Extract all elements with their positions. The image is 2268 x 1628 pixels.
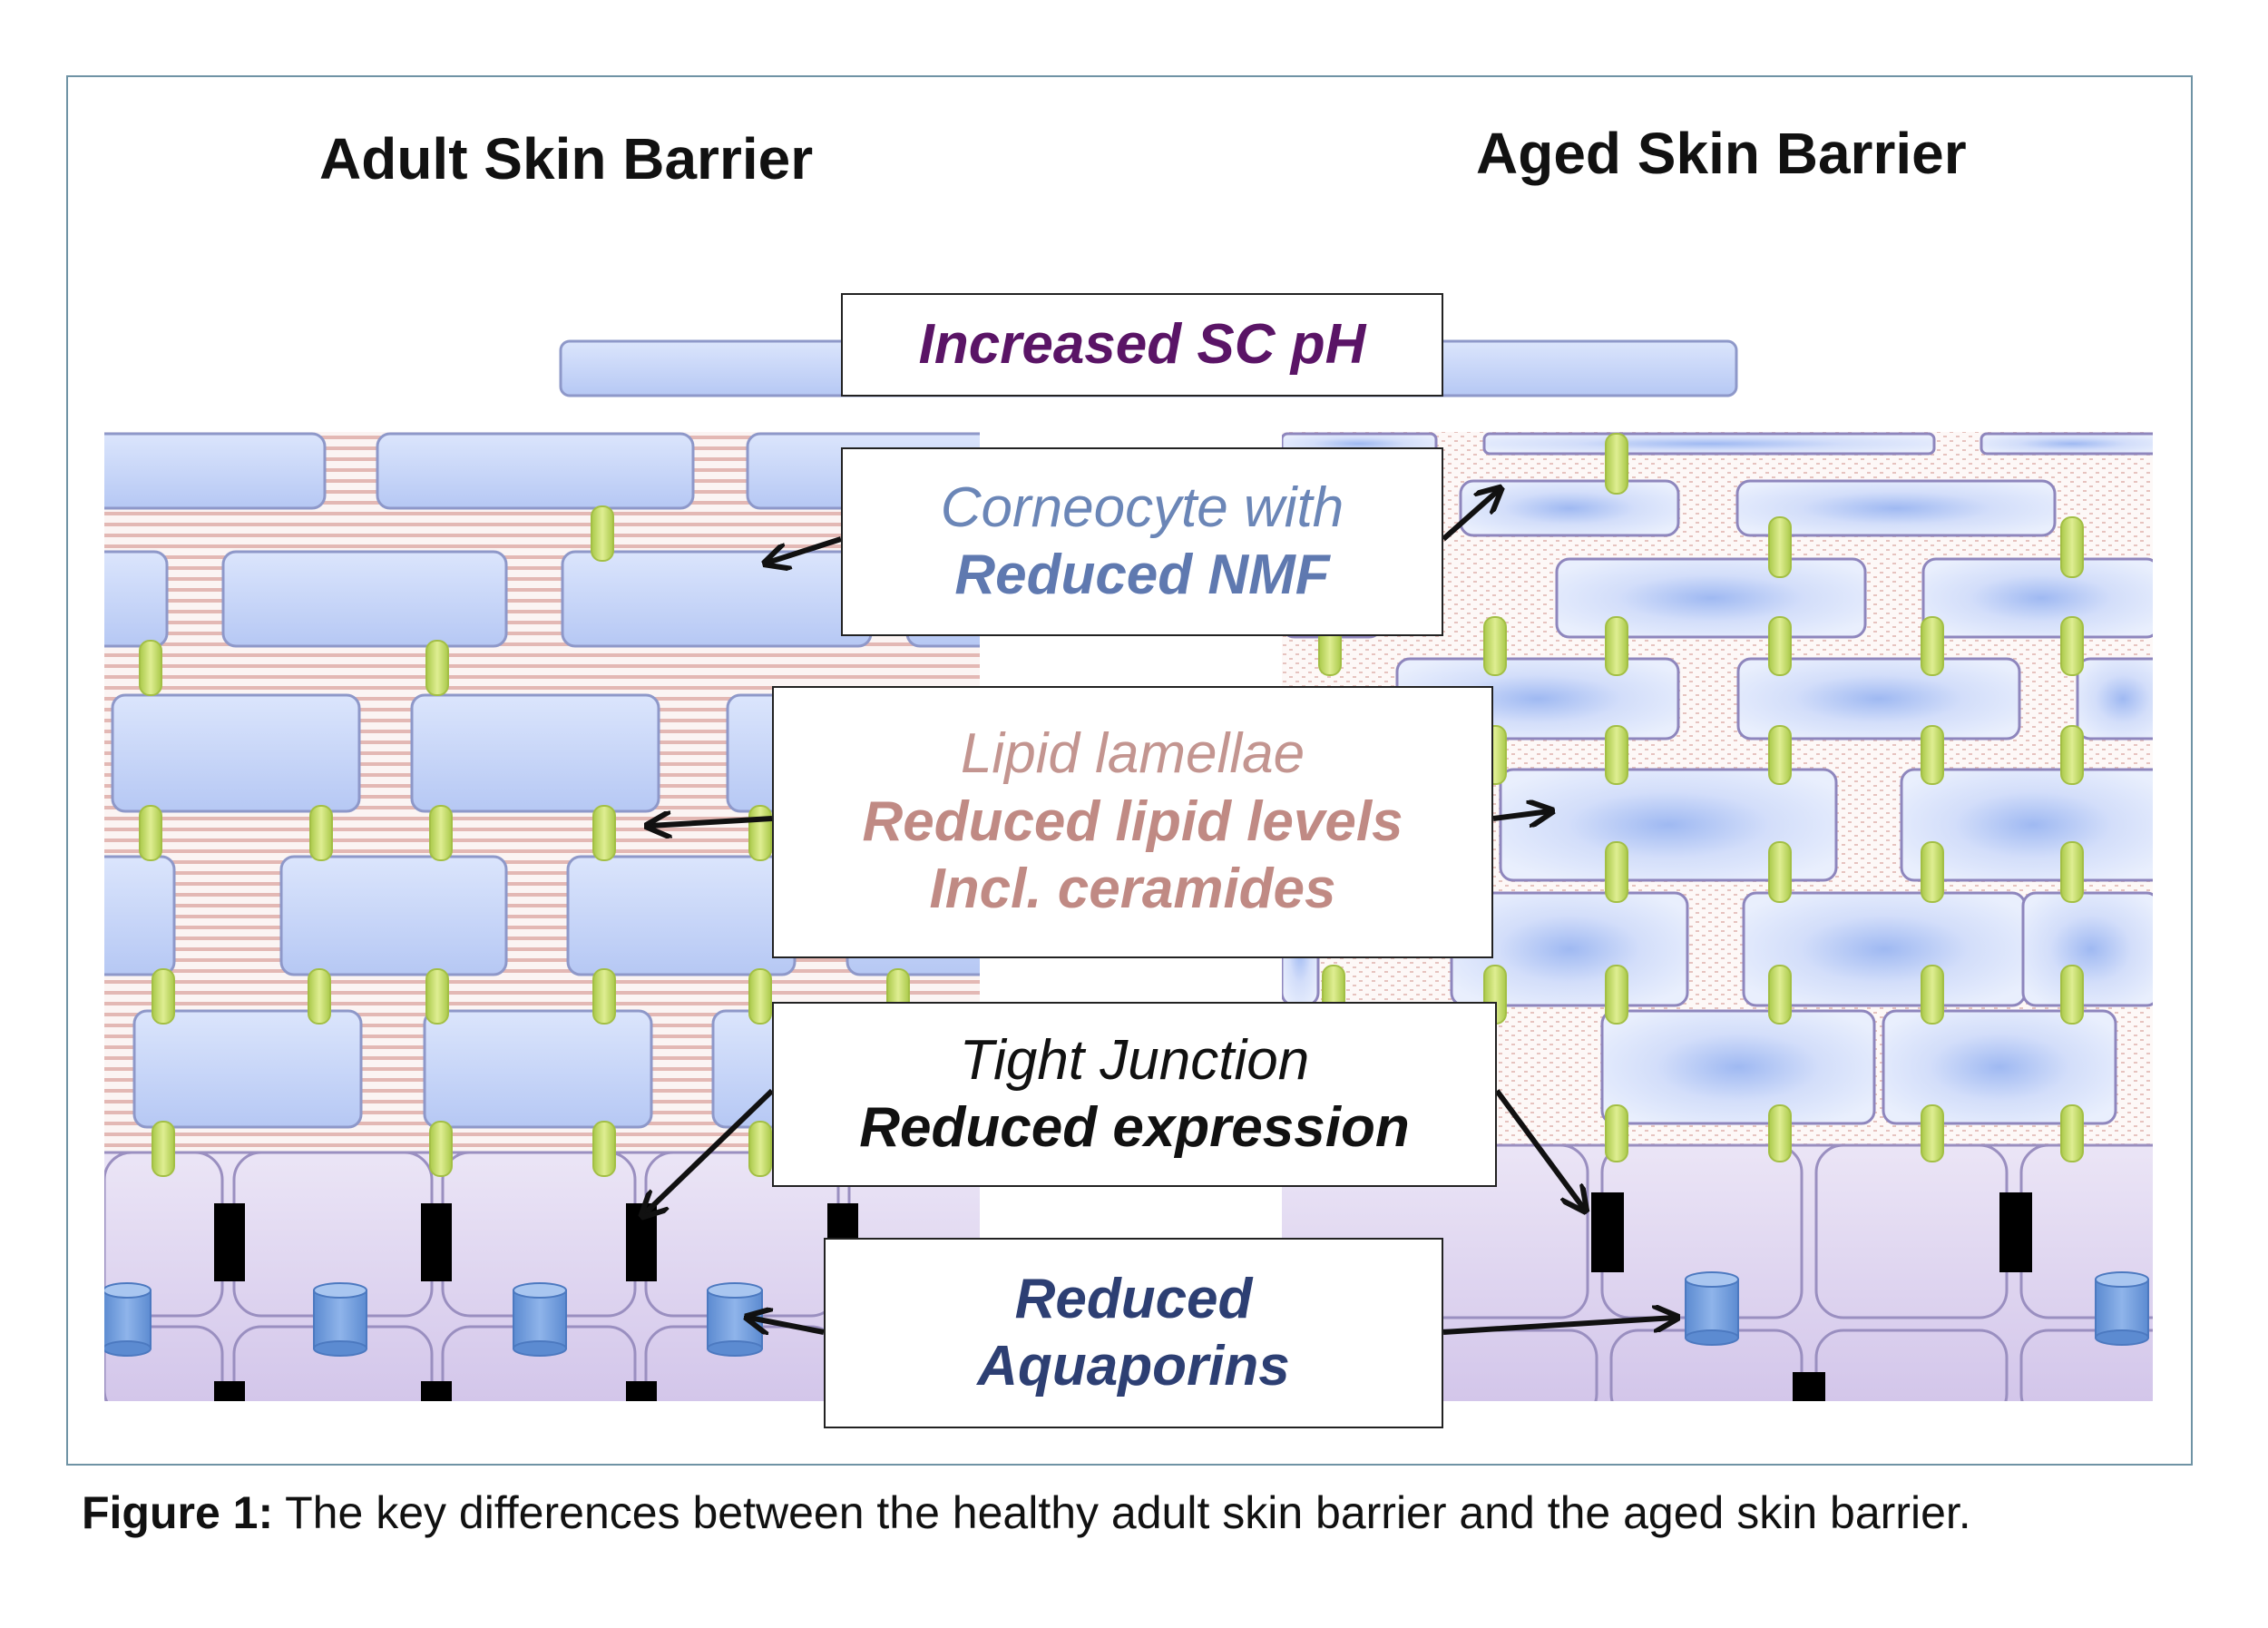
label-lipid-line2: Reduced lipid levels: [862, 789, 1403, 853]
arrow-aqp-aged: [1442, 1318, 1675, 1335]
caption-prefix: Figure 1:: [82, 1487, 274, 1538]
figure-caption: Figure 1: The key differences between th…: [82, 1477, 2173, 1548]
label-tj-line2: Reduced expression: [859, 1096, 1410, 1159]
caption-text: The key differences between the healthy …: [285, 1487, 1971, 1538]
arrow-nmf-adult: [767, 536, 842, 563]
label-aquaporins: Reduced Aquaporins: [824, 1238, 1443, 1428]
label-corneocyte-line1: Corneocyte with: [940, 476, 1344, 539]
arrow-tj-aged: [1494, 1089, 1584, 1209]
figure-frame: [66, 75, 2193, 1466]
adult-corneodesmosomes: [139, 505, 910, 1177]
label-aqp-line1: Reduced: [1014, 1267, 1253, 1330]
label-corneocyte-nmf: Corneocyte with Reduced NMF: [841, 447, 1443, 636]
aged-tight-junctions: [1591, 1192, 2032, 1401]
label-aqp-line2: Aquaporins: [977, 1335, 1290, 1398]
label-corneocyte-line2: Reduced NMF: [954, 544, 1330, 606]
label-tight-junction: Tight Junction Reduced expression: [772, 1002, 1497, 1187]
label-ph-text: Increased SC pH: [918, 312, 1366, 376]
label-lipid-lamellae: Lipid lamellae Reduced lipid levels Incl…: [772, 686, 1493, 958]
arrow-tj-adult: [644, 1088, 775, 1214]
label-tj-line1: Tight Junction: [959, 1028, 1310, 1092]
aged-panel-title: Aged Skin Barrier: [1476, 121, 1967, 186]
label-lipid-line3: Incl. ceramides: [929, 858, 1336, 921]
arrow-aqp-adult: [749, 1318, 825, 1332]
pointer-arrows: [644, 490, 1675, 1332]
adult-panel-title: Adult Skin Barrier: [319, 126, 814, 191]
arrow-lipid-aged: [1492, 811, 1549, 819]
label-lipid-line1: Lipid lamellae: [960, 722, 1305, 786]
arrow-lipid-adult: [650, 819, 773, 826]
aged-aquaporins: [1685, 1271, 2149, 1346]
adult-tight-junctions: [214, 1203, 858, 1401]
label-increased-ph: Increased SC pH: [841, 293, 1443, 397]
arrow-nmf-aged: [1442, 490, 1499, 542]
